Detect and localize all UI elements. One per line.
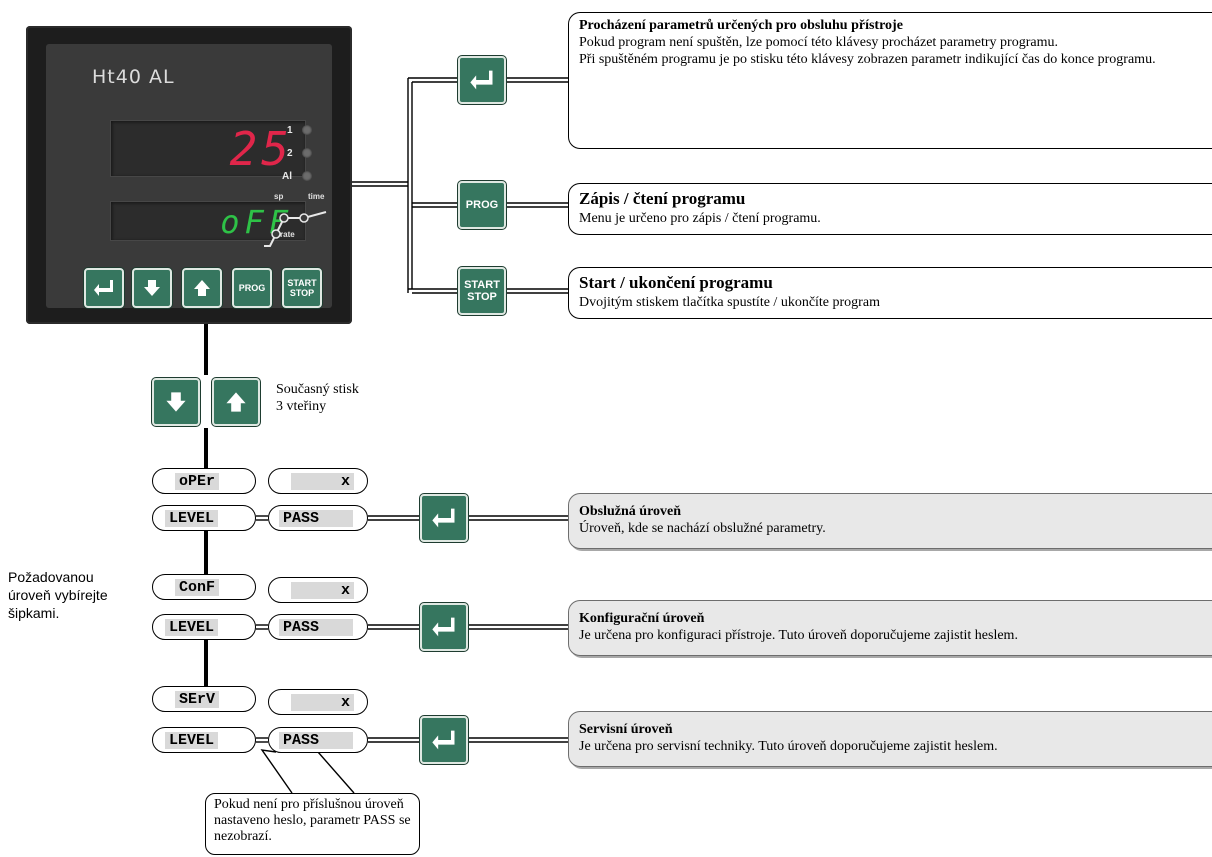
level-name-pill: LEVEL	[152, 505, 256, 531]
level-title: Servisní úroveň	[579, 722, 673, 737]
level-value-pill: x	[268, 577, 368, 603]
pass-pill: PASS	[268, 727, 368, 753]
enter-key[interactable]	[458, 56, 506, 104]
level-name: LEVEL	[165, 619, 219, 636]
level-enter-key[interactable]	[420, 494, 468, 542]
level-description: Je určena pro servisní techniky. Tuto úr…	[579, 739, 998, 754]
prog-description-box: Zápis / čtení programu Menu je určeno pr…	[568, 183, 1212, 235]
level-code: oPEr	[175, 473, 220, 490]
indicator-led-1	[302, 125, 312, 135]
service-level-box: Servisní úroveň Je určena pro servisní t…	[568, 711, 1212, 767]
device-prog-label: PROG	[238, 283, 266, 293]
enter-arrow-icon	[432, 508, 455, 528]
indicator-led-2	[302, 148, 312, 158]
enter-arrow-icon	[470, 70, 493, 90]
level-enter-key[interactable]	[420, 603, 468, 651]
enter-description-box: Procházení parametrů určených pro obsluh…	[568, 12, 1212, 149]
up-arrow-key[interactable]	[212, 378, 260, 426]
pass-field: PASS	[279, 510, 353, 527]
enter-arrow-icon	[432, 617, 455, 637]
prog-description-title: Zápis / čtení programu	[579, 189, 746, 208]
indicator-label-alarm: Al	[282, 171, 292, 182]
operator-level-box: Obslužná úroveň Úroveň, kde se nachází o…	[568, 493, 1212, 549]
device-front-panel: Ht40 AL 25 oFF 1 2 Al sp time rate	[46, 44, 332, 308]
model-label: Ht40 AL	[92, 66, 175, 88]
level-code-pill: oPEr	[152, 468, 256, 494]
arrow-up-icon	[194, 280, 210, 296]
level-value: x	[291, 473, 354, 490]
level-description: Úroveň, kde se nachází obslužné parametr…	[579, 521, 826, 536]
enter-description-body-2: Při spuštěném programu je po stisku této…	[579, 52, 1156, 67]
down-arrow-key[interactable]	[152, 378, 200, 426]
arrow-up-icon	[226, 392, 246, 412]
pass-pill: PASS	[268, 505, 368, 531]
device-prog-button[interactable]: PROG	[232, 268, 272, 308]
pass-pill: PASS	[268, 614, 368, 640]
level-code-pill: ConF	[152, 574, 256, 600]
configuration-level-box: Konfigurační úroveň Je určena pro konfig…	[568, 600, 1212, 656]
indicator-label-1: 1	[287, 125, 293, 136]
arrow-down-icon	[166, 392, 186, 412]
level-title: Konfigurační úroveň	[579, 611, 705, 626]
enter-arrow-icon	[432, 730, 455, 750]
level-value: x	[291, 582, 354, 599]
level-name-pill: LEVEL	[152, 614, 256, 640]
level-title: Obslužná úroveň	[579, 504, 682, 519]
start-stop-description-box: Start / ukončení programu Dvojitým stisk…	[568, 267, 1212, 319]
pass-field: PASS	[279, 619, 353, 636]
level-name: LEVEL	[165, 732, 219, 749]
process-value-display: 25	[110, 120, 306, 177]
level-code: ConF	[175, 579, 220, 596]
start-stop-description-title: Start / ukončení programu	[579, 273, 773, 292]
ramp-label-time: time	[308, 192, 325, 201]
pass-callout: Pokud není pro příslušnou úroveň nastave…	[205, 793, 420, 855]
ramp-label-rate: rate	[280, 230, 295, 239]
enter-arrow-icon	[94, 280, 113, 296]
indicator-led-alarm	[302, 171, 312, 181]
level-enter-key[interactable]	[420, 716, 468, 764]
level-description: Je určena pro konfiguraci přístroje. Tut…	[579, 628, 1018, 643]
level-name-pill: LEVEL	[152, 727, 256, 753]
start-stop-description-body: Dvojitým stiskem tlačítka spustíte / uko…	[579, 295, 880, 310]
prog-key[interactable]: PROG	[458, 181, 506, 229]
device-enter-button[interactable]	[84, 268, 124, 308]
prog-description-body: Menu je určeno pro zápis / čtení program…	[579, 211, 821, 226]
level-name: LEVEL	[165, 510, 219, 527]
enter-description-title: Procházení parametrů určených pro obsluh…	[579, 18, 903, 33]
device-up-button[interactable]	[182, 268, 222, 308]
level-code-pill: SErV	[152, 686, 256, 712]
enter-description-body: Pokud program není spuštěn, lze pomocí t…	[579, 35, 1058, 50]
arrow-down-icon	[144, 280, 160, 296]
indicator-label-2: 2	[287, 148, 293, 159]
ramp-label-sp: sp	[274, 192, 284, 201]
level-value-pill: x	[268, 468, 368, 494]
level-value-pill: x	[268, 689, 368, 715]
prog-key-label: PROG	[465, 199, 499, 211]
pass-field: PASS	[279, 732, 353, 749]
controller-device: Ht40 AL 25 oFF 1 2 Al sp time rate	[26, 26, 352, 324]
level-code: SErV	[175, 691, 220, 708]
device-down-button[interactable]	[132, 268, 172, 308]
level-value: x	[291, 694, 354, 711]
ramp-icon	[264, 211, 327, 247]
